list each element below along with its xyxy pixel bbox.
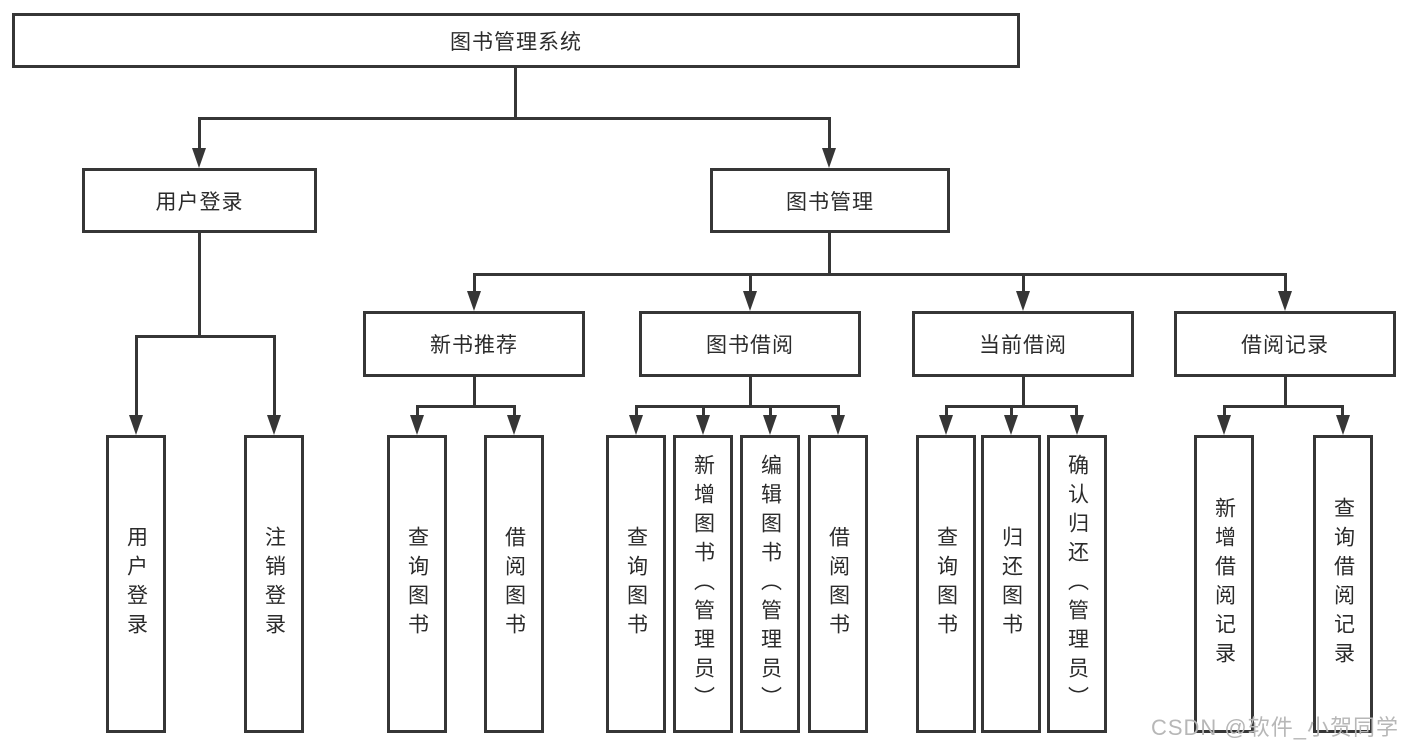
connector-line [473,273,1286,276]
node-label: 注销登录 [262,526,286,642]
connector-line [1075,405,1078,415]
leaf-query-books-borrowing: 查询图书 [606,435,666,733]
connector-line [635,405,638,415]
connector-line [828,117,831,149]
connector-line [198,117,201,149]
leaf-edit-books-admin: 编辑图书（管理员） [740,435,800,733]
arrow-down-icon [1278,291,1292,311]
connector-line [273,335,276,415]
node-label: 确认归还（管理员） [1065,453,1089,715]
connector-line [198,233,201,335]
node-label: 用户登录 [155,190,244,214]
node-label: 图书借阅 [706,334,794,357]
leaf-query-borrow-record: 查询借阅记录 [1313,435,1373,733]
connector-line [1010,405,1013,415]
leaf-borrow-books-recommend: 借阅图书 [484,435,544,733]
node-label: 新书推荐 [430,334,518,357]
arrow-down-icon [763,415,777,435]
arrow-down-icon [629,415,643,435]
arrow-down-icon [129,415,143,435]
leaf-user-login: 用户登录 [106,435,166,733]
leaf-return-books: 归还图书 [981,435,1041,733]
leaf-add-borrow-record: 新增借阅记录 [1194,435,1254,733]
arrow-down-icon [939,415,953,435]
connector-line [1341,405,1344,415]
leaf-add-books-admin: 新增图书（管理员） [673,435,733,733]
connector-line [473,273,476,291]
connector-line [1022,377,1025,405]
connector-line [198,117,831,120]
connector-line [416,405,516,408]
arrow-down-icon [831,415,845,435]
connector-line [749,273,752,291]
node-label: 当前借阅 [979,334,1067,357]
node-label: 借阅图书 [826,526,850,642]
csdn-watermark: CSDN @软件_小贺同学 [1150,715,1399,740]
node-label: 归还图书 [999,526,1023,642]
arrow-down-icon [467,291,481,311]
arrow-down-icon [1070,415,1084,435]
connector-line [635,405,840,408]
node-label: 借阅记录 [1241,334,1329,357]
connector-line [837,405,840,415]
node-label: 查询图书 [624,526,648,642]
connector-line [135,335,138,415]
leaf-query-books-current: 查询图书 [916,435,976,733]
arrow-down-icon [1217,415,1231,435]
connector-line [135,335,276,338]
connector-line [1022,273,1025,291]
node-label: 查询图书 [934,526,958,642]
connector-line [1223,405,1226,415]
node-new-book-recommend: 新书推荐 [363,311,585,377]
leaf-confirm-return-admin: 确认归还（管理员） [1047,435,1107,733]
node-book-borrowing: 图书借阅 [639,311,861,377]
node-label: 新增图书（管理员） [691,453,715,715]
arrow-down-icon [822,148,836,168]
node-label: 查询借阅记录 [1331,497,1355,671]
arrow-down-icon [410,415,424,435]
node-label: 用户登录 [124,526,148,642]
node-borrowing-records: 借阅记录 [1174,311,1396,377]
node-book-management: 图书管理 [710,168,950,233]
connector-line [828,233,831,273]
node-label: 查询图书 [405,526,429,642]
arrow-down-icon [267,415,281,435]
connector-line [769,405,772,415]
node-library-management-system: 图书管理系统 [12,13,1020,68]
connector-line [513,405,516,415]
arrow-down-icon [192,148,206,168]
arrow-down-icon [507,415,521,435]
connector-line [473,377,476,405]
connector-line [945,405,948,415]
connector-line [702,405,705,415]
node-user-login: 用户登录 [82,168,317,233]
connector-line [416,405,419,415]
node-current-borrowing: 当前借阅 [912,311,1134,377]
arrow-down-icon [696,415,710,435]
node-label: 新增借阅记录 [1212,497,1236,671]
leaf-query-books-recommend: 查询图书 [387,435,447,733]
node-label: 编辑图书（管理员） [758,453,782,715]
node-label: 借阅图书 [502,526,526,642]
leaf-logout: 注销登录 [244,435,304,733]
node-label: 图书管理系统 [450,30,582,54]
node-label: 图书管理 [786,190,874,214]
arrow-down-icon [1016,291,1030,311]
leaf-borrow-books: 借阅图书 [808,435,868,733]
arrow-down-icon [1004,415,1018,435]
connector-line [749,377,752,405]
connector-line [1284,273,1287,291]
connector-line [1223,405,1344,408]
arrow-down-icon [743,291,757,311]
connector-line [1284,377,1287,405]
connector-line [514,67,517,117]
arrow-down-icon [1336,415,1350,435]
